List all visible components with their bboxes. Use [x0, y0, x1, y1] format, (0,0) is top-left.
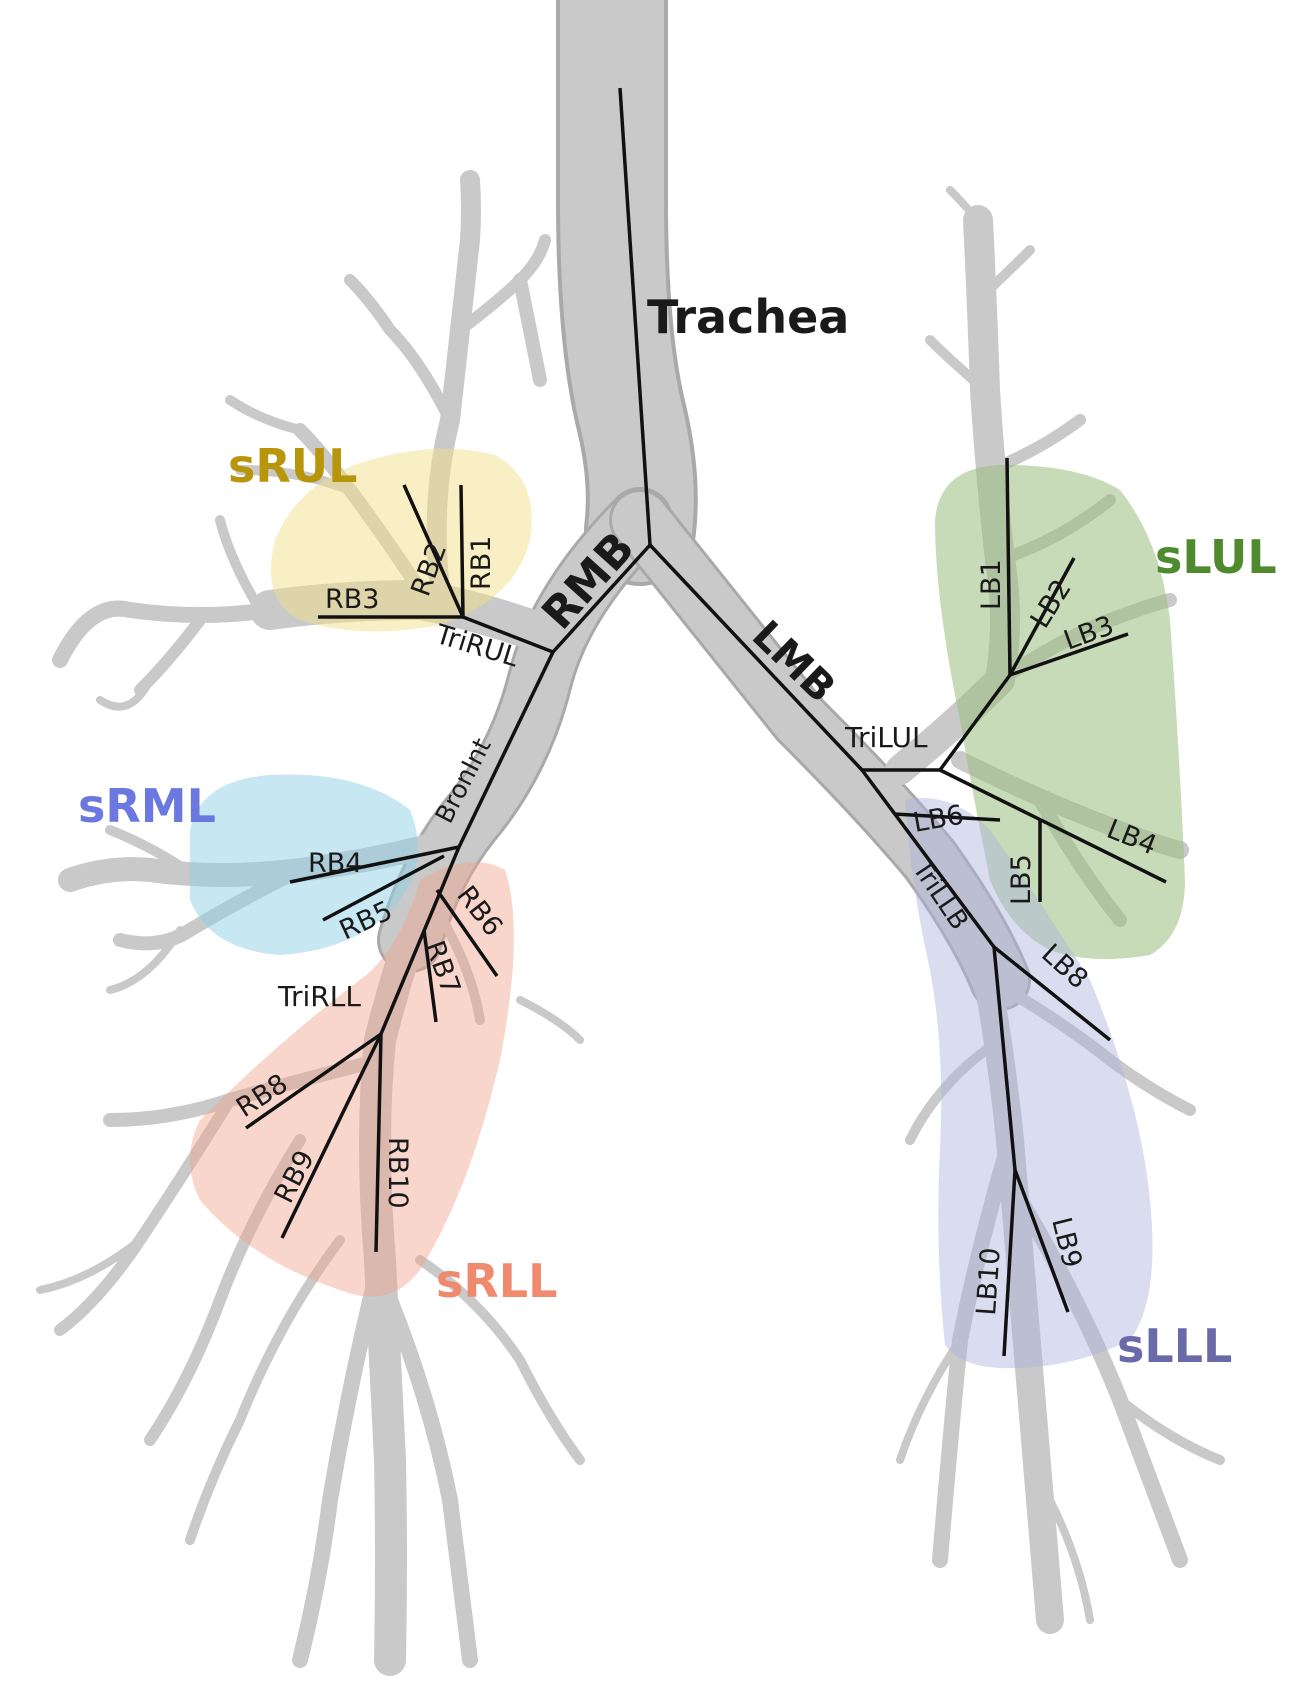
skeleton-tri-rul: [462, 615, 554, 654]
label-lb1: LB1: [976, 559, 1007, 610]
label-rb3: RB3: [325, 584, 379, 615]
skeleton-lb6: [893, 812, 1001, 822]
skeleton-lb10: [1002, 1169, 1017, 1357]
region-label-srll: sRLL: [436, 1254, 557, 1308]
skeleton-rmb: [551, 543, 652, 654]
label-rb4: RB4: [308, 848, 362, 879]
label-trachea: Trachea: [647, 290, 849, 344]
trachea-tube: [556, 0, 698, 586]
skeleton-lb4: [939, 768, 1167, 884]
right-lower-lobe-tubes: [36, 864, 585, 1676]
region-label-slul: sLUL: [1155, 530, 1277, 584]
skeleton-rb7: [422, 929, 438, 1023]
skeleton-rb5: [322, 854, 445, 922]
skeleton-lmb: [648, 543, 864, 772]
left-lower-lobe-tubes: [876, 816, 1225, 1634]
region-srml: [190, 774, 418, 955]
region-label-slll: sLLL: [1117, 1319, 1232, 1373]
region-slll: [905, 798, 1153, 1369]
label-tri-lul: TriLUL: [844, 721, 928, 754]
region-label-srml: sRML: [78, 779, 216, 833]
skeleton-lb8: [992, 945, 1112, 1042]
skeleton-rb6: [435, 888, 499, 978]
skeleton-lul-trunk: [938, 673, 1012, 772]
skeleton-rb4: [289, 845, 460, 884]
skeleton-bron-int: [457, 651, 555, 848]
region-labels: sRUL sRML sRLL sLUL sLLL: [78, 439, 1277, 1373]
label-lb10: LB10: [971, 1247, 1007, 1317]
region-label-srul: sRUL: [228, 439, 357, 493]
label-lb5: LB5: [1006, 854, 1037, 905]
skeleton-lb9: [1013, 1169, 1070, 1313]
skeleton-lb3: [1009, 632, 1129, 677]
skeleton-rb2: [402, 484, 465, 618]
skeleton-llb-trunk: [992, 946, 1017, 1171]
region-srul: [270, 448, 532, 632]
label-rb1: RB1: [466, 536, 497, 590]
label-rb10: RB10: [382, 1137, 413, 1209]
skeleton-lb1: [1005, 457, 1012, 676]
skeleton-rb10: [374, 1033, 383, 1253]
skeleton-tri-llb: [860, 768, 996, 949]
region-slul: [935, 465, 1185, 959]
skeleton-rb9: [280, 1033, 383, 1239]
skeleton-rb8: [245, 1032, 382, 1130]
skeleton-rb1: [459, 484, 465, 618]
skeleton-trachea: [618, 87, 652, 546]
skeleton-lb2: [1008, 557, 1076, 676]
region-srll: [190, 862, 514, 1297]
label-tri-rll: TriRLL: [277, 980, 361, 1013]
airway-skeleton: [245, 87, 1167, 1357]
skeleton-tri-rll: [379, 846, 461, 1035]
lobe-regions: [190, 448, 1185, 1369]
